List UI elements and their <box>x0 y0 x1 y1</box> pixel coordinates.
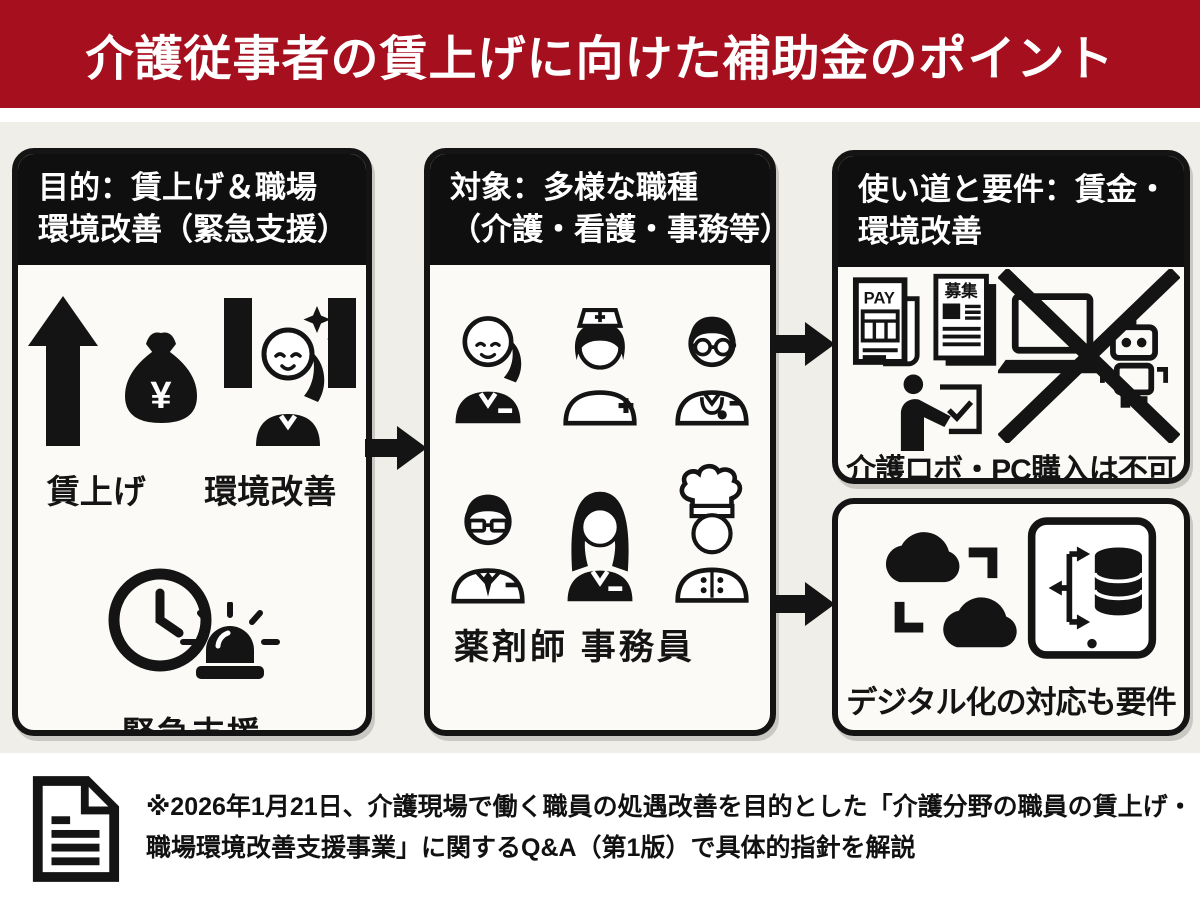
chef-icon <box>661 454 763 611</box>
panel-digital-body: デジタル化の対応も要件 <box>838 504 1184 730</box>
recruit-text: 募集 <box>944 281 979 301</box>
panel-target-header: 対象：多様な職種 （介護・看護・事務等） <box>430 154 776 266</box>
workplace-improvement-icon <box>224 298 356 451</box>
doctor-icon <box>661 296 763 433</box>
up-arrow-icon <box>28 296 98 451</box>
flow-arrow-target-to-digital <box>772 578 836 630</box>
panel-purpose-header-line1: 目的：賃上げ＆職場 <box>38 170 317 205</box>
digital-label: デジタル化の対応も要件 <box>846 685 1176 720</box>
pay-slip-icon: PAY <box>852 275 922 378</box>
emergency-label: 緊急支援 <box>122 715 262 736</box>
footer-note: ※2026年1月21日、介護現場で働く職員の処遇改善を目的とした「介護分野の職員… <box>146 787 1193 868</box>
panel-purpose: 目的：賃上げ＆職場 環境改善（緊急支援） ¥ <box>12 148 372 736</box>
emergency-icon-group <box>103 563 281 691</box>
panel-usage-header-line1: 使い道と要件：賃金・ <box>858 172 1168 207</box>
title-banner: 介護従事者の賃上げに向けた補助金のポイント <box>0 0 1200 108</box>
persons-row-2 <box>430 457 770 611</box>
care-worker-icon <box>437 296 539 433</box>
yen-symbol: ¥ <box>150 375 171 417</box>
wage-labels-row: 賃上げ 環境改善 <box>18 465 366 513</box>
panel-target-body: 薬剤師 事務員 <box>430 299 770 670</box>
panel-usage-header-line2: 環境改善 <box>858 213 982 249</box>
no-laptop-robot-icon <box>996 267 1181 448</box>
emergency-light-icon <box>179 601 281 693</box>
footer-note-area: ※2026年1月21日、介護現場で働く職員の処遇改善を目的とした「介護分野の職員… <box>0 753 1200 900</box>
page-title: 介護従事者の賃上げに向けた補助金のポイント <box>85 33 1115 86</box>
panel-purpose-header-line2: 環境改善（緊急支援） <box>38 211 348 247</box>
recruit-flyer-icon: 募集 <box>932 271 1002 376</box>
panel-usage: 使い道と要件：賃金・ 環境改善 PAY 募集 <box>832 150 1190 484</box>
restriction-label: 介護ロボ・PC購入は不可 <box>846 454 1177 484</box>
footer-note-line2: 職場環境改善支援事業」に関するQ&A（第1版）で具体的指針を解説 <box>146 833 916 862</box>
panel-usage-header: 使い道と要件：賃金・ 環境改善 <box>838 156 1184 268</box>
training-presenter-icon <box>890 371 990 456</box>
footer-note-line1: ※2026年1月21日、介護現場で働く職員の処遇改善を目的とした「介護分野の職員… <box>146 793 1193 821</box>
panel-purpose-body: ¥ <box>18 296 366 736</box>
cloud-sync-icon <box>866 520 1024 665</box>
infographic-area: 目的：賃上げ＆職場 環境改善（緊急支援） ¥ <box>0 122 1200 753</box>
pay-text: PAY <box>864 289 895 308</box>
flow-arrow-purpose-to-target <box>364 422 428 474</box>
flow-arrow-target-to-usage <box>772 318 836 370</box>
nurse-icon <box>549 296 651 433</box>
wage-icons-row: ¥ <box>18 296 366 451</box>
office-worker-icon <box>549 474 651 611</box>
panel-usage-body: PAY 募集 <box>838 267 1184 484</box>
tablet-database-icon <box>1026 516 1158 665</box>
panel-target: 対象：多様な職種 （介護・看護・事務等） <box>424 148 776 736</box>
env-improve-label: 環境改善 <box>204 473 337 511</box>
panel-target-header-line2: （介護・看護・事務等） <box>450 211 776 247</box>
document-icon <box>28 775 122 888</box>
panel-purpose-header: 目的：賃上げ＆職場 環境改善（緊急支援） <box>18 154 366 266</box>
wage-up-label: 賃上げ <box>46 473 146 511</box>
persons-row-1 <box>430 299 770 433</box>
pharmacist-icon <box>437 474 539 611</box>
roles-label: 薬剤師 事務員 <box>454 628 695 668</box>
money-bag-icon: ¥ <box>116 306 206 451</box>
panel-target-header-line1: 対象：多様な職種 <box>450 170 698 205</box>
panel-digital: デジタル化の対応も要件 <box>832 498 1190 736</box>
